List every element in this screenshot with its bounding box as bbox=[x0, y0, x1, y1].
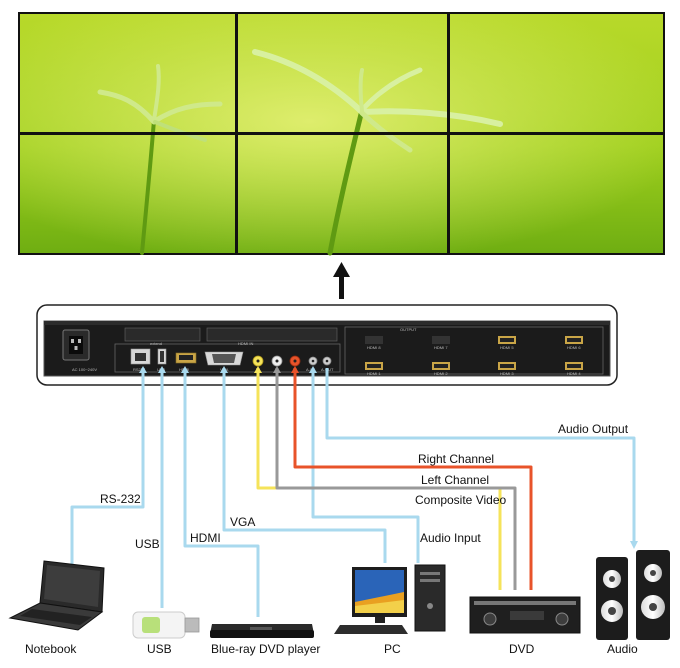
cables bbox=[70, 368, 636, 617]
cable-audio-out bbox=[325, 368, 636, 545]
cable-hdmi bbox=[183, 368, 260, 617]
video-wall bbox=[18, 12, 665, 256]
hdmi-out-label-3: HDMI 3 bbox=[500, 371, 514, 376]
audio-out-jack bbox=[322, 356, 332, 366]
hdmi-out-port-3 bbox=[498, 362, 516, 370]
bluray-player-icon bbox=[210, 624, 314, 638]
plant-image bbox=[97, 49, 503, 256]
video-wall-processor: AC 100~240V extend HDMI IN OUTPUT bbox=[36, 304, 618, 386]
pc-icon bbox=[334, 564, 446, 634]
label-audio-in: Audio Input bbox=[420, 531, 481, 545]
device-label-bluray: Blue-ray DVD player bbox=[211, 642, 320, 656]
hdmi-out-label-1: HDMI 1 bbox=[367, 371, 381, 376]
label-rs232: RS-232 bbox=[100, 492, 141, 506]
label-right: Right Channel bbox=[418, 452, 494, 466]
rca-right-port bbox=[289, 355, 301, 367]
speakers-icon bbox=[596, 550, 670, 640]
hdmi-out-label-6: HDMI 6 bbox=[567, 345, 581, 350]
hdmi-out-label-7: HDMI 7 bbox=[434, 345, 448, 350]
port-label-audio-in: A-IN bbox=[306, 367, 314, 372]
device-label-dvd: DVD bbox=[509, 642, 535, 656]
usb-port bbox=[157, 348, 167, 365]
cable-arrowheads bbox=[139, 366, 638, 549]
label-usb: USB bbox=[135, 537, 160, 551]
hdmi-out-port-2 bbox=[432, 362, 450, 370]
hdmi-out-label-5: HDMI 5 bbox=[500, 345, 514, 350]
output-arrow bbox=[333, 262, 350, 299]
vga-port bbox=[204, 351, 244, 366]
cable-rs232 bbox=[70, 368, 145, 565]
rca-left-port bbox=[271, 355, 283, 367]
cable-right bbox=[293, 368, 533, 590]
hdmi-out-label-8: HDMI 8 bbox=[367, 345, 381, 350]
hdmi-in-port bbox=[175, 352, 197, 364]
hdmi-out-port-6 bbox=[565, 336, 583, 344]
hdmi-out-port-5 bbox=[498, 336, 516, 344]
audio-in-jack bbox=[308, 356, 318, 366]
power-socket bbox=[62, 329, 90, 361]
label-left: Left Channel bbox=[421, 473, 489, 487]
hdmi-out-port-8 bbox=[365, 336, 383, 344]
label-audio-out: Audio Output bbox=[558, 422, 629, 436]
cable-vga bbox=[222, 368, 387, 563]
hdmi-out-port-4 bbox=[565, 362, 583, 370]
hdmi-out-label-2: HDMI 2 bbox=[434, 371, 448, 376]
power-label: AC 100~240V bbox=[72, 367, 97, 372]
device-label-pc: PC bbox=[384, 642, 401, 656]
hdmi-out-port-1 bbox=[365, 362, 383, 370]
hdmi-out-label-4: HDMI 4 bbox=[567, 371, 581, 376]
output-header: OUTPUT bbox=[400, 327, 417, 332]
label-composite: Composite Video bbox=[415, 493, 506, 507]
dvd-receiver-icon bbox=[469, 596, 581, 634]
device-label-audio: Audio bbox=[607, 642, 638, 656]
rs232-port bbox=[130, 348, 151, 365]
cable-left bbox=[275, 368, 517, 590]
hdmi-in-label: HDMI IN bbox=[238, 341, 253, 346]
hdmi-out-port-7 bbox=[432, 336, 450, 344]
device-label-usb: USB bbox=[147, 642, 172, 656]
usb-stick-icon bbox=[132, 611, 200, 639]
label-hdmi: HDMI bbox=[190, 531, 221, 545]
extend-label: extend bbox=[150, 341, 162, 346]
port-label-rs232: RS232 bbox=[133, 367, 146, 372]
label-vga: VGA bbox=[230, 515, 255, 529]
cable-audio-in bbox=[311, 368, 420, 563]
rca-video-port bbox=[252, 355, 264, 367]
notebook-icon bbox=[8, 560, 105, 631]
device-label-notebook: Notebook bbox=[25, 642, 77, 656]
